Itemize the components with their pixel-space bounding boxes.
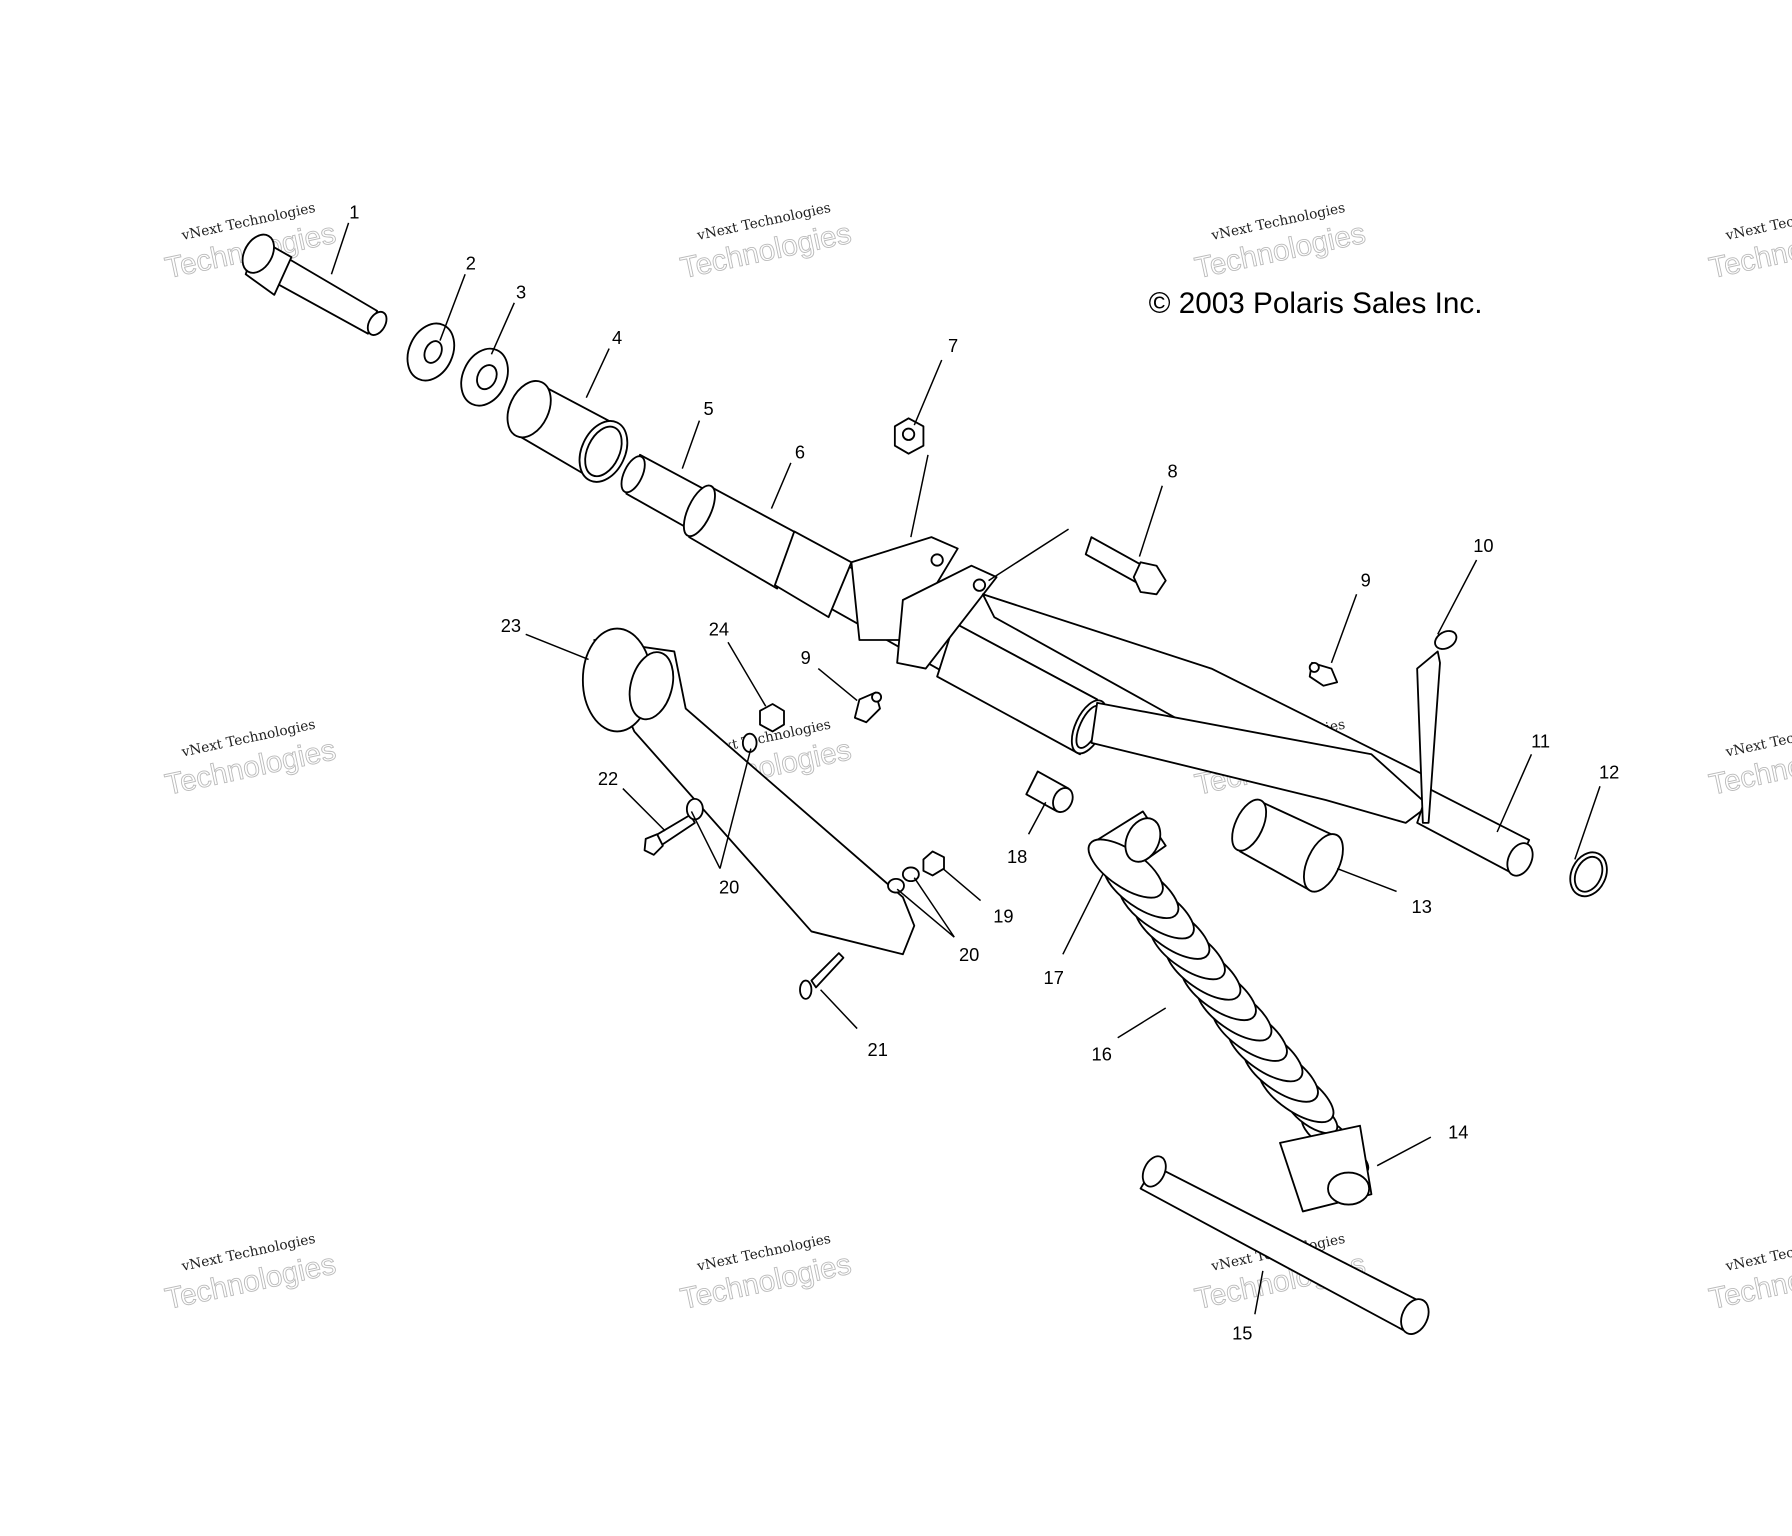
part-9-grease-fitting-2 — [853, 691, 883, 724]
part-22-bolt — [643, 813, 696, 856]
callout-7: 7 — [948, 335, 958, 356]
part-18-spacer — [1025, 770, 1074, 813]
callout-1: 1 — [349, 201, 359, 222]
part-11-rocker-arm — [981, 593, 1534, 877]
callout-2: 2 — [466, 253, 476, 274]
callout-18: 18 — [1007, 846, 1027, 867]
callout-17: 17 — [1044, 967, 1064, 988]
leader-lines — [330, 222, 1601, 1315]
callout-11: 11 — [1531, 730, 1550, 751]
callout-10: 10 — [1473, 535, 1493, 556]
callout-22: 22 — [598, 768, 618, 789]
part-9-grease-fitting — [1308, 661, 1339, 687]
callout-23: 23 — [501, 615, 521, 636]
callout-14: 14 — [1448, 1121, 1468, 1142]
callout-19: 19 — [993, 905, 1013, 926]
callout-8: 8 — [1167, 461, 1177, 482]
callout-21: 21 — [868, 1039, 888, 1060]
callout-3: 3 — [516, 281, 526, 302]
part-13-bushing — [1231, 798, 1344, 893]
part-23-torque-arm — [581, 627, 916, 956]
callout-13: 13 — [1412, 896, 1432, 917]
part-2-washer — [406, 322, 456, 382]
part-21-bolt — [799, 952, 845, 1000]
part-7-nut — [893, 417, 925, 455]
callout-12: 12 — [1599, 761, 1619, 782]
callout-20-right: 20 — [959, 944, 979, 965]
callout-5: 5 — [703, 398, 713, 419]
part-4-bushing — [506, 380, 629, 483]
part-19-nut — [922, 850, 945, 877]
part-8-bolt — [1084, 536, 1167, 596]
callout-9: 9 — [1361, 569, 1371, 590]
part-1-bolt — [241, 233, 388, 336]
callout-4: 4 — [612, 327, 622, 348]
copyright-notice: © 2003 Polaris Sales Inc. — [1149, 287, 1483, 320]
callout-20: 20 — [719, 877, 739, 898]
callout-16: 16 — [1092, 1044, 1112, 1065]
callout-6: 6 — [795, 441, 805, 462]
callout-labels: 1 2 3 4 5 6 7 8 9 9 10 11 12 13 14 15 16… — [349, 201, 1619, 1343]
part-10-cable-tie — [1416, 630, 1458, 824]
part-16-shock — [1087, 810, 1373, 1213]
part-12-ring — [1569, 851, 1608, 898]
part-15-pin — [1139, 1155, 1430, 1335]
callout-9-left: 9 — [801, 647, 811, 668]
callout-15: 15 — [1232, 1322, 1252, 1343]
callout-24: 24 — [709, 618, 729, 639]
part-24-nut — [759, 703, 785, 733]
part-3-washer — [460, 347, 509, 407]
